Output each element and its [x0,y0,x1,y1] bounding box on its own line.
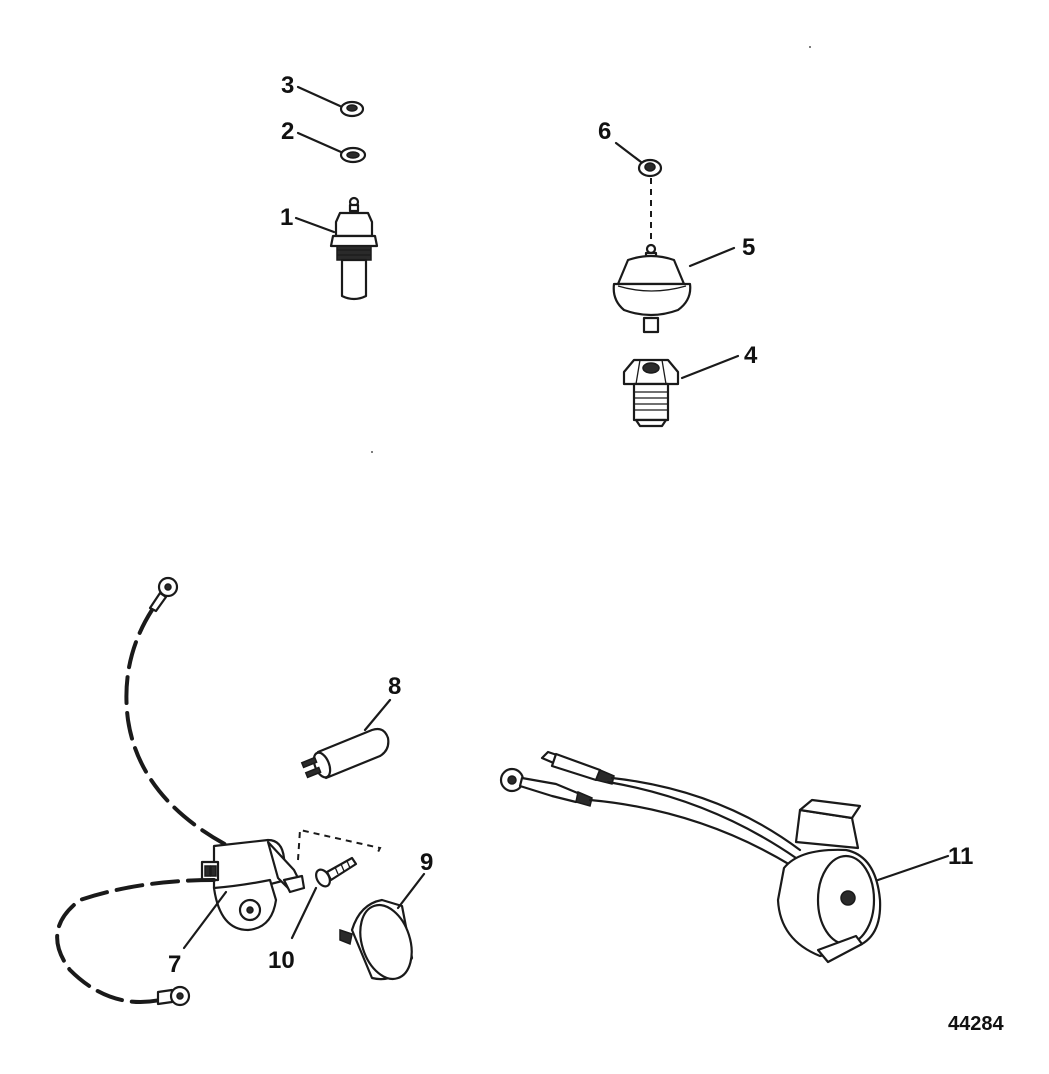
leader-3 [296,85,342,108]
callout-2: 2 [281,118,294,145]
callout-5: 5 [742,234,755,261]
leader-8 [363,698,392,732]
callout-4: 4 [744,342,758,369]
part-9-cap [339,898,414,981]
part-2-washer [339,146,367,164]
part-8-capacitor [300,727,390,780]
leader-11 [876,854,950,882]
scan-speck [371,451,373,453]
callout-3: 3 [281,72,294,99]
leader-9 [396,872,426,910]
leader-4 [680,354,740,380]
leader-1 [294,216,336,234]
part-4-adapter-fitting [622,358,680,428]
callout-10: 10 [268,947,295,974]
callout-6: 6 [598,118,611,145]
part-1-temperature-sender [329,196,379,301]
callout-7: 7 [168,951,181,978]
callout-1: 1 [280,204,293,231]
part-6-nut [637,158,663,178]
part-7-module-with-leads [55,576,306,1007]
figure-number: 44284 [948,1013,1004,1035]
part-10-screw [315,856,358,888]
leader-7 [182,890,228,950]
leader-5 [688,246,736,268]
callout-11: 11 [948,843,973,870]
part-11-coil-with-leads [499,750,882,964]
assembly-bracket [297,828,382,861]
leader-2 [296,131,343,154]
leader-10 [290,886,318,940]
callout-8: 8 [388,673,401,700]
callout-9: 9 [420,849,433,876]
part-5-pressure-sender [612,243,692,334]
part-3-nut [339,100,365,118]
leader-6 [614,141,643,164]
scan-speck [809,46,811,48]
